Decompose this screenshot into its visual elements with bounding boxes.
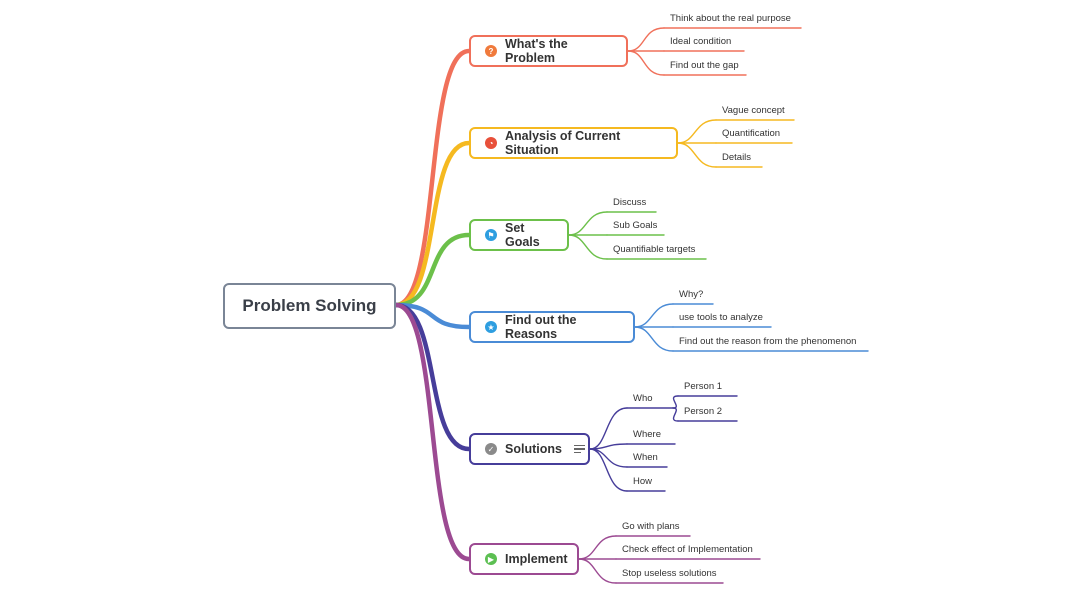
branch-topic-label: Solutions: [505, 442, 562, 456]
branch-topic-analysis[interactable]: ◔ Analysis of Current Situation: [469, 127, 678, 159]
connector-solutions: [393, 302, 472, 452]
connector-analysis: [393, 140, 472, 308]
branch-topic-goals[interactable]: ⚑ Set Goals: [469, 219, 569, 251]
connector-solutions-leaf-0: [589, 407, 628, 450]
connector-goals: [393, 232, 472, 308]
connector-reasons: [393, 302, 472, 330]
leaf-reasons-0[interactable]: Why?: [679, 289, 704, 300]
branch-topic-label: What's the Problem: [505, 37, 568, 65]
connector-problem: [393, 48, 472, 308]
play-icon: ▶: [485, 553, 497, 565]
leaf-solutions-1[interactable]: Where: [633, 429, 661, 440]
connector-goals-leaf-2: [568, 234, 608, 260]
star-icon: ★: [485, 321, 497, 333]
root-topic[interactable]: Problem Solving: [223, 283, 396, 329]
leaf-solutions-2[interactable]: When: [633, 452, 658, 463]
connector-solutions-leaf-1: [589, 443, 628, 450]
leaf-goals-2[interactable]: Quantifiable targets: [613, 244, 696, 255]
branch-topic-label: Set Goals: [505, 221, 540, 249]
flag-icon: ⚑: [485, 229, 497, 241]
connector-solutions-leaf-2: [589, 448, 628, 468]
question-icon: ?: [485, 45, 497, 57]
leaf-analysis-2[interactable]: Details: [722, 152, 752, 163]
connector-solutions-sub-0: [672, 395, 679, 409]
leaf-problem-2[interactable]: Find out the gap: [670, 60, 739, 71]
branch-topic-reasons[interactable]: ★ Find out the Reasons: [469, 311, 635, 343]
branch-topic-implement[interactable]: ▶ Implement: [469, 543, 579, 575]
subleaf-solutions-1[interactable]: Person 2: [684, 406, 723, 417]
leaf-solutions-0[interactable]: Who: [633, 393, 653, 404]
branch-topic-label: Find out the Reasons: [505, 313, 577, 341]
connector-analysis-leaf-0: [677, 119, 717, 144]
leaf-implement-1[interactable]: Check effect of Implementation: [622, 544, 753, 555]
leaf-solutions-3[interactable]: How: [633, 476, 653, 487]
connector-solutions-sub-1: [672, 407, 679, 422]
branch-topic-label: Implement: [505, 552, 568, 566]
connector-implement: [393, 302, 472, 562]
leaf-implement-2[interactable]: Stop useless solutions: [622, 568, 717, 579]
connector-goals-leaf-0: [568, 211, 608, 236]
connector-analysis-leaf-2: [677, 142, 717, 168]
connector-reasons-leaf-2: [634, 326, 674, 352]
branch-topic-label: Analysis of Current Situation: [505, 129, 621, 157]
clock-icon: ◔: [485, 137, 497, 149]
leaf-analysis-0[interactable]: Vague concept: [722, 105, 785, 116]
check-icon: ✓: [485, 443, 497, 455]
leaf-reasons-1[interactable]: use tools to analyze: [679, 312, 763, 323]
branch-topic-problem[interactable]: ? What's the Problem: [469, 35, 628, 67]
leaf-implement-0[interactable]: Go with plans: [622, 521, 680, 532]
connector-problem-leaf-0: [627, 27, 665, 52]
leaf-reasons-2[interactable]: Find out the reason from the phenomenon: [679, 336, 857, 347]
notes-icon[interactable]: [573, 444, 585, 454]
leaf-analysis-1[interactable]: Quantification: [722, 128, 781, 139]
connector-reasons-leaf-0: [634, 303, 674, 328]
branch-topic-solutions[interactable]: ✓ Solutions: [469, 433, 590, 465]
leaf-problem-1[interactable]: Ideal condition: [670, 36, 732, 47]
subleaf-solutions-0[interactable]: Person 1: [684, 381, 723, 392]
leaf-problem-0[interactable]: Think about the real purpose: [670, 13, 791, 24]
root-topic-label: Problem Solving: [242, 296, 377, 315]
leaf-goals-0[interactable]: Discuss: [613, 197, 647, 208]
connector-solutions-leaf-3: [589, 448, 628, 492]
leaf-goals-1[interactable]: Sub Goals: [613, 220, 658, 231]
connector-implement-leaf-0: [578, 535, 617, 560]
connector-problem-leaf-2: [627, 50, 665, 76]
connector-implement-leaf-2: [578, 558, 617, 584]
